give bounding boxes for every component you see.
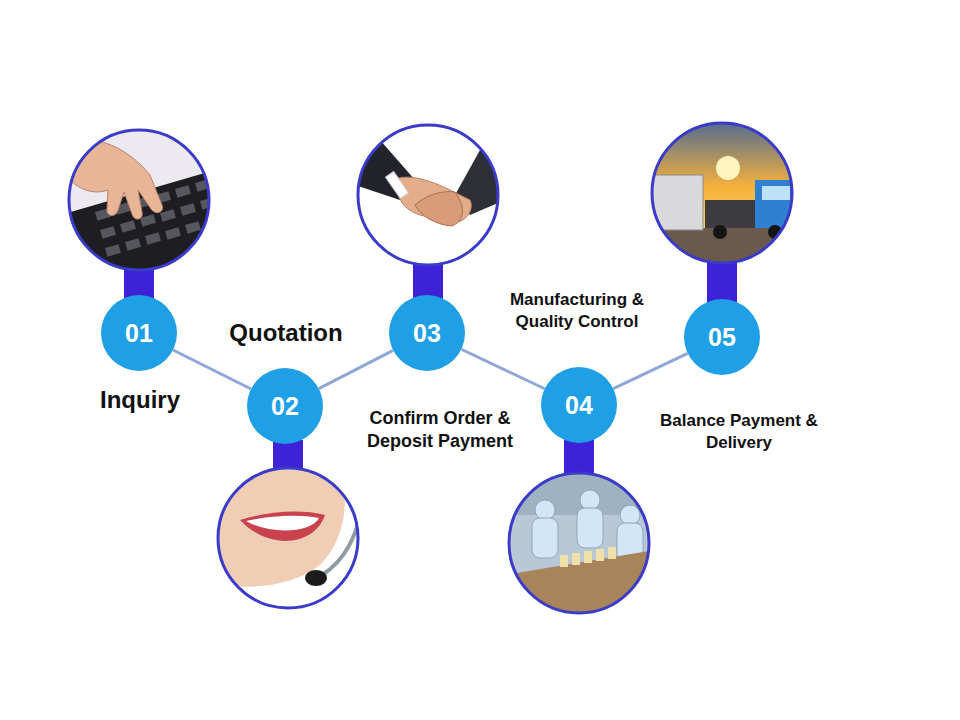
- photo-frame: [652, 123, 792, 263]
- key: [125, 238, 141, 251]
- step-circle: 05Balance Payment & Delivery: [684, 299, 760, 375]
- key: [185, 221, 201, 234]
- workers: [532, 490, 643, 563]
- bottle: [560, 555, 568, 567]
- hand: [70, 139, 163, 219]
- key: [180, 203, 196, 216]
- handshake-photo: [355, 122, 505, 272]
- step-connector: [173, 350, 251, 389]
- conveyor: [505, 550, 655, 620]
- worker-head: [580, 490, 600, 510]
- sun: [716, 156, 740, 180]
- key: [175, 185, 191, 198]
- face: [215, 470, 345, 587]
- photo-ground: [505, 470, 655, 620]
- step-connector: [319, 350, 393, 388]
- step-number: 03: [413, 319, 441, 348]
- step-number: 05: [708, 323, 736, 352]
- step-label: Manufacturing & Quality Control: [492, 289, 662, 333]
- photo-frame: [69, 130, 209, 270]
- bottle: [596, 549, 604, 561]
- teeth: [246, 516, 319, 531]
- headset-photo: [215, 465, 365, 615]
- step-connector: [461, 349, 544, 388]
- step-circle: 04Manufacturing & Quality Control: [541, 367, 617, 443]
- keyboard-photo: [60, 126, 216, 280]
- step-circle: 03Confirm Order & Deposit Payment: [389, 295, 465, 371]
- step-circle: 01Inquiry: [101, 295, 177, 371]
- step-circle: 02Quotation: [247, 368, 323, 444]
- key: [160, 209, 176, 222]
- step-number: 02: [271, 392, 299, 421]
- bottle: [572, 553, 580, 565]
- bottles: [560, 547, 616, 567]
- key: [100, 226, 116, 239]
- key: [120, 220, 136, 233]
- photo-frame: [218, 468, 358, 608]
- bottle: [608, 547, 616, 559]
- step-number: 01: [125, 319, 153, 348]
- lips: [240, 511, 325, 541]
- microphone: [305, 570, 327, 586]
- key: [105, 244, 121, 257]
- step-number: 04: [565, 391, 593, 420]
- truck-photo: [648, 120, 800, 273]
- worker-body: [532, 518, 558, 558]
- worker-head: [535, 500, 555, 520]
- key: [145, 232, 161, 245]
- hand: [415, 192, 462, 226]
- step-label: Confirm Order & Deposit Payment: [350, 407, 530, 454]
- key: [165, 227, 181, 240]
- cuff: [385, 171, 408, 198]
- wheel: [713, 225, 727, 239]
- factory-photo: [505, 470, 655, 620]
- photo-ground: [215, 465, 365, 615]
- photo-frame: [358, 125, 498, 265]
- step-connector: [613, 353, 687, 388]
- step-label: Quotation: [229, 317, 342, 348]
- trailer: [705, 200, 760, 228]
- truck-window: [762, 186, 790, 200]
- bottle: [584, 551, 592, 563]
- step-label: Balance Payment & Delivery: [647, 410, 832, 454]
- photo-ground: [355, 122, 505, 272]
- worker-head: [620, 505, 640, 525]
- worker-body: [577, 508, 603, 548]
- photo-frame: [509, 473, 649, 613]
- container: [648, 175, 703, 230]
- step-label: Inquiry: [100, 384, 180, 415]
